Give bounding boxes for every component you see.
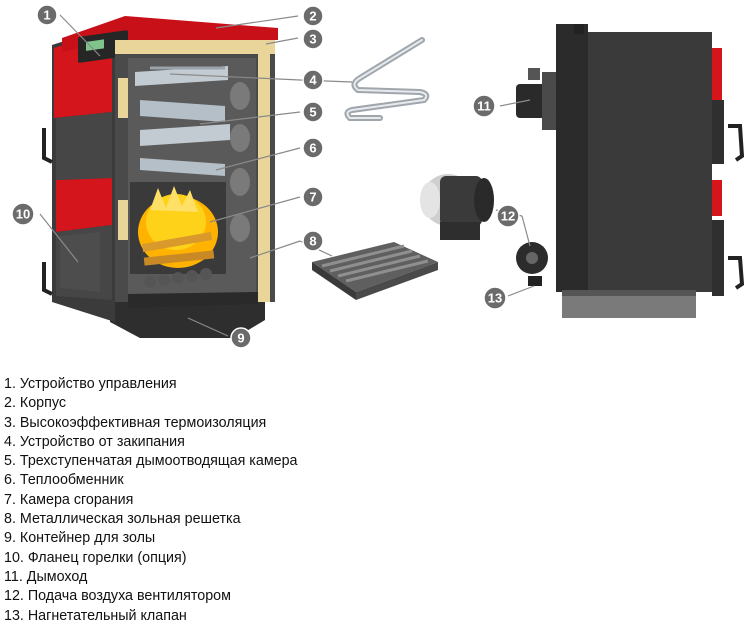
legend-item-3: 3. Высокоэффективная термоизоляция [4, 414, 267, 431]
callout-11: 11 [472, 94, 496, 118]
legend-item-11: 11. Дымоход [4, 568, 88, 585]
legend-item-6: 6. Теплообменник [4, 472, 124, 489]
legend-item-13: 13. Нагнетательный клапан [4, 607, 187, 624]
callout-10: 10 [11, 202, 35, 226]
callout-1-label: 1 [43, 8, 50, 23]
callout-5: 5 [302, 101, 324, 123]
legend-item-2: 2. Корпус [4, 395, 67, 412]
metal-ash-grate [312, 242, 438, 300]
callout-4-label: 4 [309, 73, 317, 88]
legend-item-1: 1. Устройство управления [4, 376, 177, 392]
callout-12-label: 12 [501, 209, 515, 224]
callout-11-label: 11 [477, 99, 491, 114]
insulation-top [115, 40, 275, 54]
callout-7-label: 7 [309, 190, 316, 205]
side-view-handle-upper [728, 124, 745, 162]
ash-container [128, 292, 258, 308]
chimney-flange [542, 72, 556, 130]
door-handle-upper [42, 128, 53, 164]
insulation-front-upper [118, 78, 128, 118]
side-view-red-strip-top [712, 48, 722, 100]
legend-item-10: 10. Фланец горелки (опция) [4, 549, 187, 566]
callout-13: 13 [483, 286, 507, 310]
side-view-base-top [562, 290, 696, 296]
callout-8-label: 8 [309, 234, 316, 249]
callout-3-label: 3 [309, 32, 316, 47]
boiler-red-top [62, 16, 278, 52]
legend-list: 1. Устройство управления 2. Корпус 3. Вы… [4, 375, 298, 626]
boiler-base [110, 300, 265, 338]
control-panel-display [86, 39, 104, 51]
callout-7: 7 [302, 186, 324, 208]
boiler-cutaway [42, 16, 278, 338]
legend-item-9: 9. Контейнер для золы [4, 530, 156, 547]
burner-flange [60, 232, 100, 292]
boiler-side-view [516, 24, 745, 318]
chimney-ring [528, 68, 540, 80]
insulation-front-lower [118, 200, 128, 240]
firewood-flames [138, 186, 218, 268]
side-view-fan-center [526, 252, 538, 264]
smoke-baffles [135, 66, 230, 176]
heat-exchanger-tubes [230, 82, 250, 242]
legend-item-4: 4. Устройство от закипания [4, 433, 185, 450]
legend-item-12: 12. Подача воздуха вентилятором [4, 588, 231, 605]
callout-5-label: 5 [309, 105, 316, 120]
callout-2: 2 [302, 5, 324, 27]
air-damper [528, 276, 542, 286]
side-view-base [562, 292, 696, 318]
side-view-top-pipe [574, 24, 584, 34]
anti-boiling-device-highlight [346, 39, 428, 119]
inner-grate [144, 268, 212, 288]
callout-4: 4 [302, 69, 324, 91]
callout-8: 8 [302, 230, 324, 252]
callout-3: 3 [302, 28, 324, 50]
callout-6-label: 6 [309, 141, 316, 156]
legend-item-5: 5. Трехступенчатая дымоотводящая камера [4, 453, 298, 470]
boiler-door-upper [56, 112, 112, 180]
side-view-handle-lower [728, 256, 745, 290]
side-view-red-strip-mid [712, 180, 722, 216]
callout-10-label: 10 [16, 207, 30, 222]
callout-6: 6 [302, 137, 324, 159]
callout-13-label: 13 [488, 291, 502, 306]
legend-item-7: 7. Камера сгорания [4, 491, 134, 508]
door-handle-lower [42, 262, 53, 296]
boiler-red-panel-lower [56, 178, 112, 232]
callout-9: 9 [230, 327, 252, 349]
callout-12: 12 [496, 204, 520, 228]
callout-1: 1 [36, 4, 58, 26]
callouts: 1 2 3 4 5 6 7 8 9 10 11 12 13 [11, 4, 520, 349]
callout-2-label: 2 [309, 9, 316, 24]
insulation-right [258, 40, 270, 302]
side-view-door-lower [712, 220, 724, 296]
legend-item-8: 8. Металлическая зольная решетка [4, 511, 241, 528]
boiler-diagram: 1 2 3 4 5 6 7 8 9 10 11 12 13 [11, 4, 745, 349]
side-view-door-upper [712, 100, 724, 164]
air-fan-detail [420, 174, 494, 240]
callout-9-label: 9 [237, 331, 244, 346]
side-view-back [556, 24, 588, 292]
